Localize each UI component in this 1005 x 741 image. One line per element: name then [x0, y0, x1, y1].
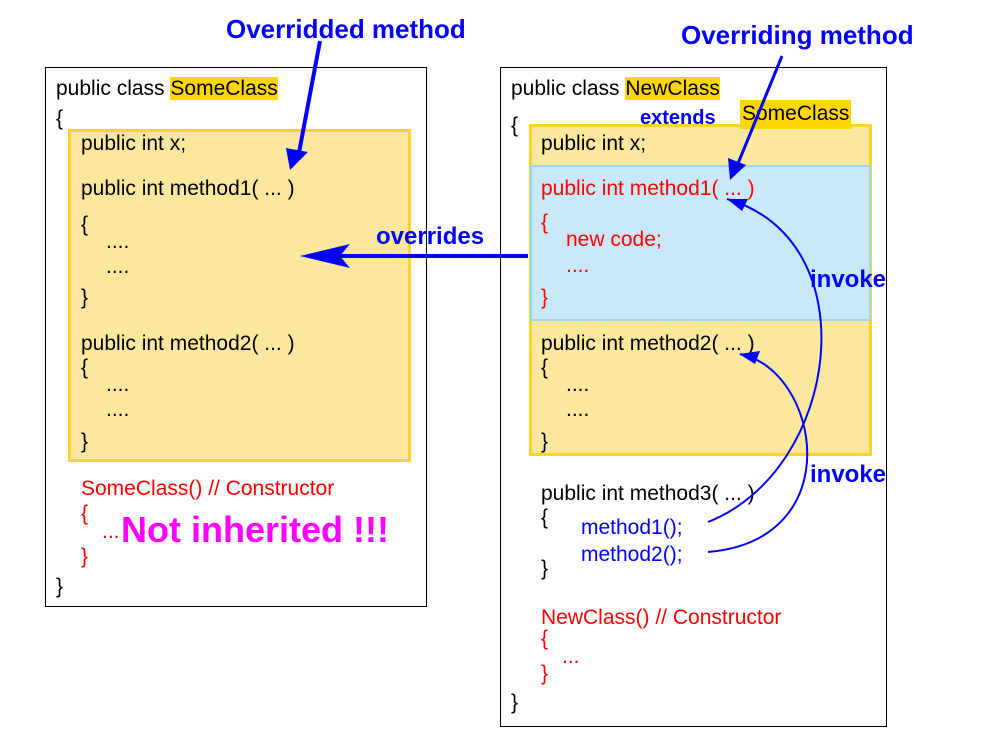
overriding-method-title: Overriding method — [681, 20, 914, 50]
someclass-constructor-signature: SomeClass() // Constructor — [81, 477, 335, 500]
extends-keyword: extends — [640, 107, 716, 129]
someclass-declaration: public class SomeClass — [56, 77, 278, 100]
overrides-label: overrides — [376, 223, 485, 250]
overridded-method-arrowhead — [286, 148, 308, 170]
newclass-method3-signature: public int method3( ... ) — [541, 482, 755, 505]
newclass-open-brace: { — [511, 114, 519, 137]
invoke-method1-curve — [707, 198, 823, 523]
overriding-method-arrowhead — [728, 158, 746, 180]
invoke-method2-arrowhead — [739, 351, 760, 364]
newclass-method1-close: } — [541, 286, 549, 309]
invoke-label: invoke — [810, 266, 887, 293]
someclass-close-brace: } — [56, 575, 64, 598]
newclass-method2-close: } — [541, 430, 549, 453]
newclass-constructor-signature: NewClass() // Constructor — [541, 606, 782, 629]
newclass-constructor-body: ... — [562, 645, 580, 668]
newclass-field-x: public int x; — [541, 132, 647, 155]
someclass-inherited-members — [68, 129, 411, 462]
newclass-method2-signature: public int method2( ... ) — [541, 332, 755, 355]
someclass-open-brace: { — [56, 107, 64, 130]
someclass-method2-close: } — [81, 430, 89, 453]
someclass-name: SomeClass — [170, 77, 278, 100]
newclass-method2-open: { — [541, 356, 549, 379]
newclass-name: NewClass — [625, 77, 720, 100]
newclass-declaration: public class NewClass — [511, 77, 720, 100]
overridded-method-arrow — [296, 40, 322, 159]
newclass-close-brace: } — [511, 691, 519, 714]
someclass-method2-body-line: .... — [106, 373, 130, 396]
overriding-method-arrow — [735, 55, 784, 167]
overridded-method-title: Overridded method — [226, 14, 466, 44]
newclass-method2-body-line: .... — [566, 398, 590, 421]
newclass-overridden-method1-area — [530, 165, 871, 321]
newclass-method3-open: { — [541, 506, 549, 529]
newclass-method1-new-code: new code; — [566, 228, 662, 251]
overrides-arrowhead — [300, 244, 350, 268]
newclass-method2-body-line: .... — [566, 373, 590, 396]
method1-call: method1(); — [581, 516, 683, 539]
someclass-method1-body-line: .... — [106, 230, 130, 253]
newclass-constructor-close: } — [541, 662, 549, 685]
invoke-method1-arrowhead — [727, 199, 748, 211]
not-inherited-label: Not inherited !!! — [121, 509, 389, 550]
method2-call: method2(); — [581, 543, 683, 566]
someclass-method2-signature: public int method2( ... ) — [81, 332, 295, 355]
someclass-method1-body-line: .... — [106, 255, 130, 278]
someclass-constructor-close: } — [81, 545, 89, 568]
someclass-method2-body-line: .... — [106, 398, 130, 421]
someclass-method2-open: { — [81, 356, 89, 379]
someclass-method1-open: { — [81, 213, 89, 236]
newclass-method1-open: { — [541, 211, 549, 234]
newclass-method1-body-line: .... — [566, 254, 590, 277]
someclass-method1-signature: public int method1( ... ) — [81, 177, 295, 200]
newclass-method3-close: } — [541, 557, 549, 580]
someclass-constructor-body: ... — [102, 520, 120, 543]
someclass-field-x: public int x; — [81, 132, 187, 155]
invoke-label: invoke — [810, 461, 887, 488]
someclass-method1-close: } — [81, 286, 89, 309]
newclass-method1-signature: public int method1( ... ) — [541, 177, 755, 200]
someclass-constructor-open: { — [81, 502, 89, 525]
invoke-method2-curve — [707, 353, 809, 553]
newclass-constructor-open: { — [541, 627, 549, 650]
